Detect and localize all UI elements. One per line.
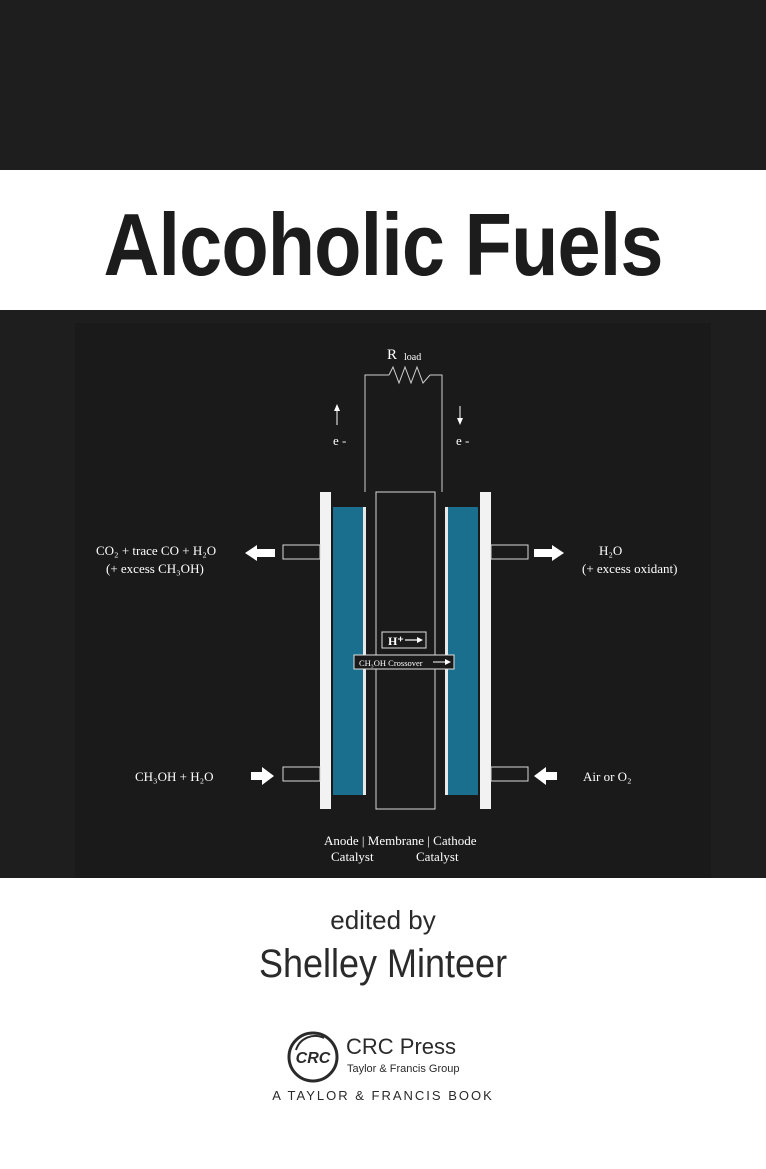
cathode-outlet-label-2: (+ excess oxidant) [582,561,677,576]
publisher-name: CRC Press [346,1034,457,1059]
publisher-group: Taylor & Francis Group [347,1063,460,1075]
cathode-catalyst [448,507,478,795]
cathode-outlet-label: H₂O [599,543,622,558]
anode-catalyst [333,507,363,795]
electron-label-right: e - [456,433,469,448]
anode-outlet-label: CO₂ + trace CO + H₂O [96,543,216,558]
anode-outlet-arrow [245,545,275,561]
anode-outlet-port [282,544,321,560]
layer-labels: Anode | Membrane | Cathode [324,833,477,848]
crc-logo-text: CRC [296,1050,331,1067]
editor-name: Shelley Minteer [258,942,508,986]
crossover-box [353,654,455,670]
electron-label-left: e - [333,433,346,448]
anode-inlet-port [282,766,321,782]
cover-figure-panel: R load e - e - [0,310,766,878]
crossover-arrowhead [445,659,451,665]
anode-inlet-arrow [251,767,274,785]
resistor-label-sub: load [404,352,421,363]
cathode-catalyst-edge [445,507,448,795]
cathode-inlet-arrow [534,767,557,785]
crossover-label: CH₃OH Crossover [359,658,423,668]
left-wire [364,374,389,492]
proton-arrowhead [417,637,423,643]
resistor-label: R [387,347,397,363]
proton-label: H⁺ [388,634,404,648]
anode-catalyst-edge [363,507,366,795]
anode-inlet-label: CH₃OH + H₂O [135,769,214,784]
membrane [375,491,436,810]
anode-plate [320,492,331,809]
cathode-inlet-port [490,766,529,782]
top-dark-band [0,0,766,170]
fuel-cell-diagram: R load e - e - [75,323,711,878]
publisher-block: CRC CRC Press Taylor & Francis Group [286,1030,526,1090]
electron-up-arrowhead [334,404,340,411]
cathode-outlet-port [490,544,529,560]
fuel-cell-svg: R load e - e - [96,347,677,864]
publisher-tagline: A TAYLOR & FRANCIS BOOK [272,1088,494,1103]
anode-outlet-label-2: (+ excess CH₃OH) [106,561,204,576]
cathode-plate [480,492,491,809]
edited-by-label: edited by [330,905,436,935]
anode-catalyst-caption: Catalyst [331,849,374,864]
right-wire [430,374,443,492]
cathode-catalyst-caption: Catalyst [416,849,459,864]
cathode-inlet-label: Air or O₂ [583,769,632,784]
electron-down-arrowhead [457,418,463,425]
proton-box [381,631,427,649]
cathode-outlet-arrow [534,545,564,561]
crc-logo-icon: CRC [287,1031,339,1083]
resistor-symbol [388,365,431,385]
book-title: Alcoholic Fuels [103,195,663,294]
